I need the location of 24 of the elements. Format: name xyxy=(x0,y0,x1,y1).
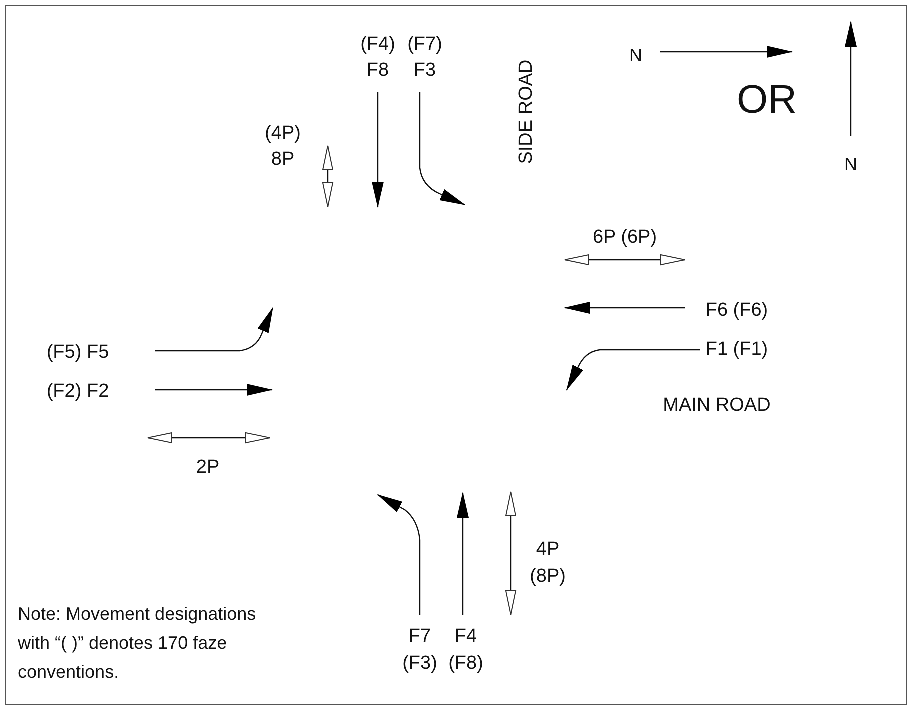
note-text: Note: Movement designations with “( )” denotes 170 faze conventions. xyxy=(18,603,258,684)
movement-label: 8P xyxy=(271,149,295,171)
movement-label: 2P xyxy=(196,457,220,479)
movement-label: F6 (F6) xyxy=(706,300,768,322)
movement-label: F3 xyxy=(414,60,436,82)
movement-label: F7 xyxy=(408,626,432,648)
movement-label: N xyxy=(844,154,858,176)
movement-label: N xyxy=(630,46,642,66)
movement-label: F1 (F1) xyxy=(706,339,768,361)
movement-label: (4P) xyxy=(265,123,301,145)
movement-label: (F4) xyxy=(360,34,396,56)
movement-label: (F7) xyxy=(408,34,442,56)
road-label: SIDE ROAD xyxy=(516,60,538,164)
movement-label: (8P) xyxy=(530,566,566,588)
movement-label: 4P xyxy=(536,539,560,561)
movement-label: (F2) F2 xyxy=(46,381,110,403)
movement-label: MAIN ROAD xyxy=(663,395,771,417)
movement-label: F8 xyxy=(366,60,390,82)
movement-label: 6P (6P) xyxy=(592,227,658,249)
movement-label: (F5) F5 xyxy=(46,342,110,364)
movement-label: F4 xyxy=(454,626,478,648)
movement-label: (F8) xyxy=(448,653,484,675)
movement-label: (F3) xyxy=(402,653,438,675)
movement-label: OR xyxy=(737,77,797,123)
